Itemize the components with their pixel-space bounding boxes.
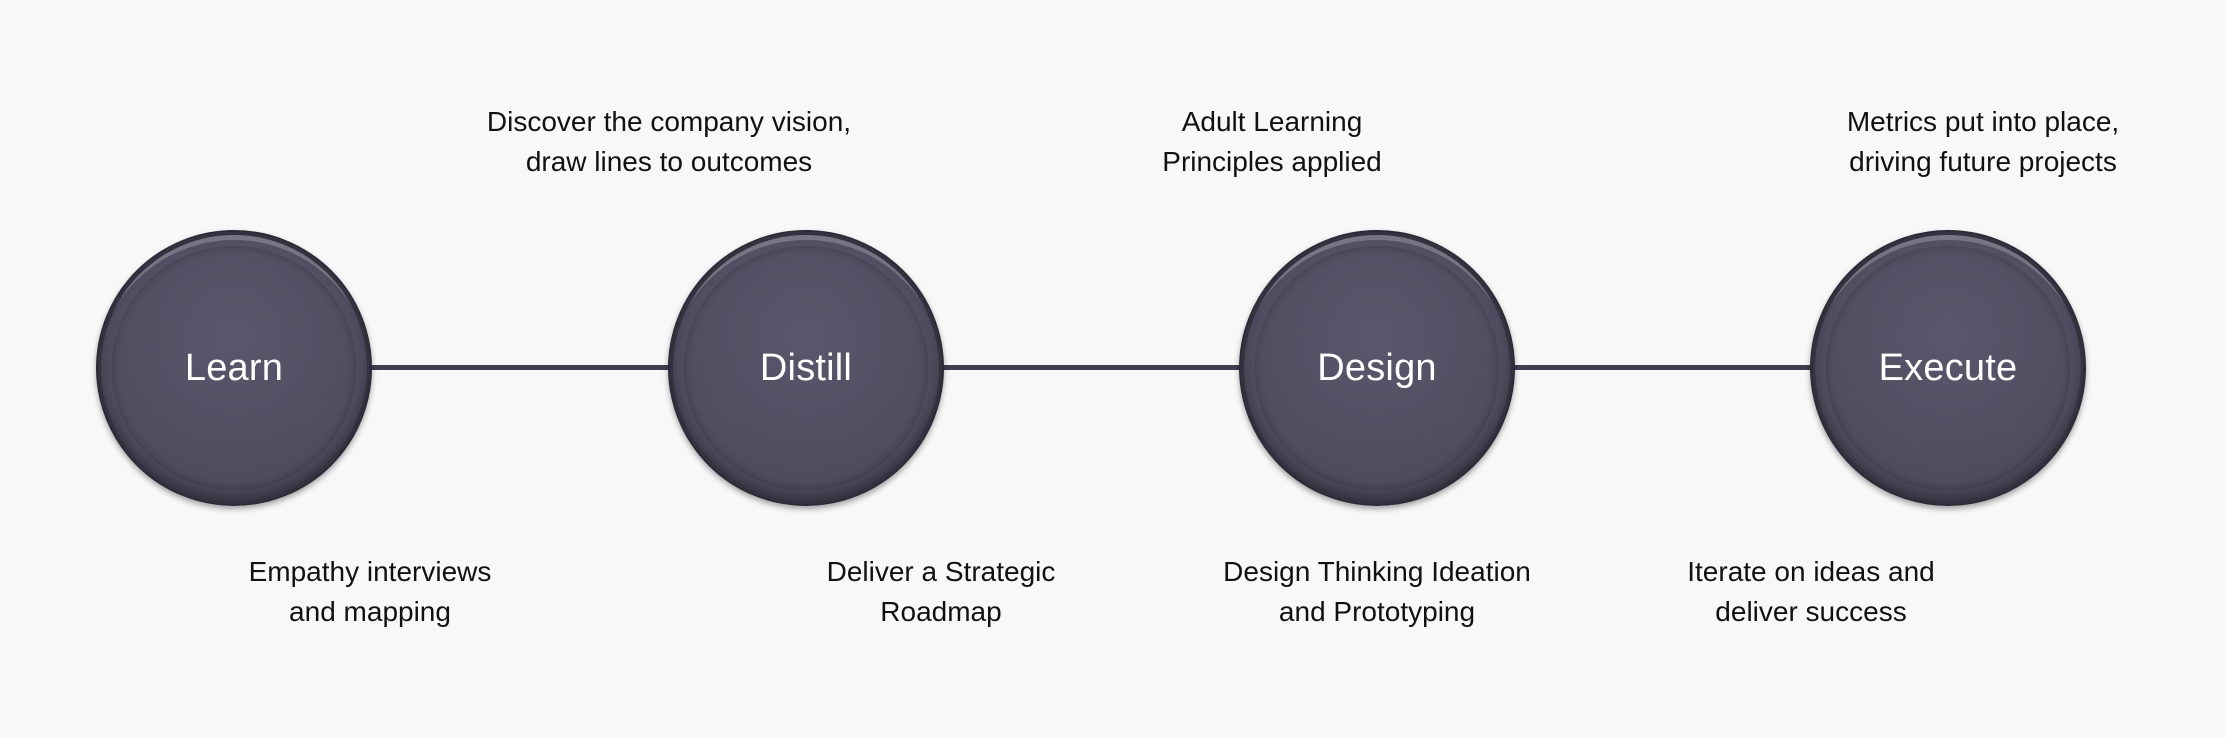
note-line: driving future projects [1849,146,2117,177]
note-line: Adult Learning [1181,106,1363,137]
note-line: Design Thinking Ideation [1223,556,1531,587]
note-line: Roadmap [880,596,1002,627]
note-line: draw lines to outcomes [525,146,813,177]
note-discover-vision: Discover the company vision, draw lines … [439,102,899,182]
note-line: Empathy interviews [248,556,492,587]
note-line: Discover the company vision, [486,106,852,137]
step-design: Design [1239,230,1515,506]
step-label: Distill [759,346,853,389]
note-line: Metrics put into place, [1846,106,2120,137]
note-strategic-roadmap: Deliver a Strategic Roadmap [711,552,1171,632]
step-execute: Execute [1810,230,2086,506]
note-line: and mapping [289,596,451,627]
step-learn: Learn [96,230,372,506]
connector-learn-distill [370,365,670,370]
note-adult-learning: Adult Learning Principles applied [1042,102,1502,182]
note-design-thinking: Design Thinking Ideation and Prototyping [1147,552,1607,632]
note-line: Principles applied [1162,146,1382,177]
note-line: Deliver a Strategic [826,556,1056,587]
step-label: Learn [184,346,284,389]
connector-distill-design [942,365,1242,370]
step-label: Design [1317,346,1437,389]
note-line: Iterate on ideas and [1687,556,1935,587]
note-metrics: Metrics put into place, driving future p… [1753,102,2213,182]
note-line: and Prototyping [1278,596,1476,627]
step-distill: Distill [668,230,944,506]
connector-design-execute [1514,365,1814,370]
note-line: deliver success [1715,596,1907,627]
note-iterate-ideas: Iterate on ideas and deliver success [1581,552,2041,632]
note-empathy-interviews: Empathy interviews and mapping [140,552,600,632]
step-label: Execute [1878,346,2018,389]
